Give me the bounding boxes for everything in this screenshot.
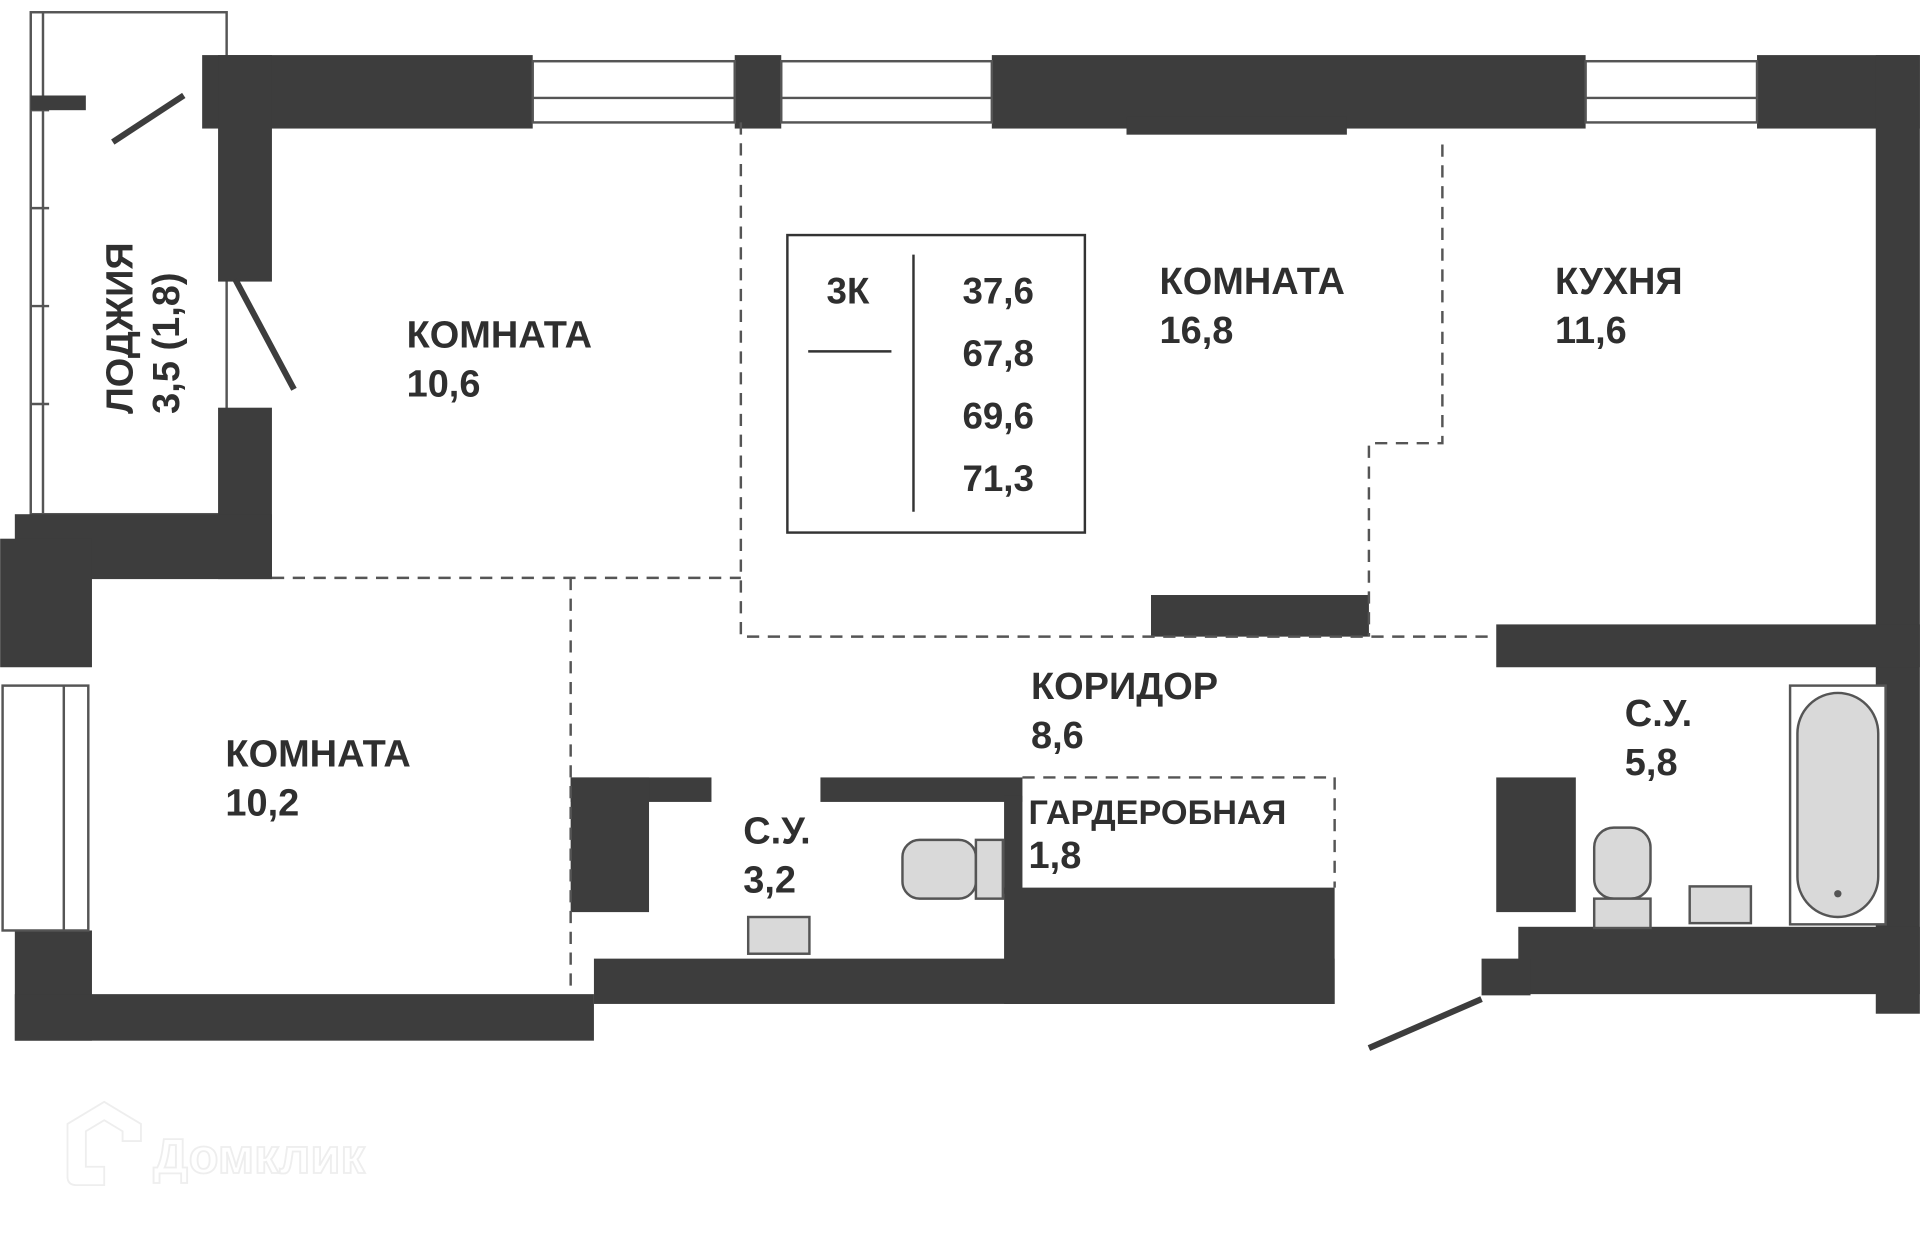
room2-area: 16,8 — [1160, 310, 1234, 352]
total-area: 67,8 — [962, 333, 1033, 374]
corridor-name: КОРИДОР — [1031, 666, 1218, 708]
bath2-area: 5,8 — [1625, 742, 1678, 784]
room-labels: ЛОДЖИЯ 3,5 (1,8) КОМНАТА 10,6 КОМНАТА 16… — [99, 242, 1692, 901]
apartment-info-box: 3К 37,6 67,8 69,6 71,3 — [786, 233, 1087, 534]
apartment-type: 3К — [827, 271, 870, 312]
bath2-name: С.У. — [1625, 693, 1692, 735]
svg-text:ЛОДЖИЯ: ЛОДЖИЯ — [99, 242, 141, 413]
kitchen-name: КУХНЯ — [1555, 261, 1683, 303]
toilet-icon — [1592, 826, 1652, 900]
room1-area: 10,6 — [407, 364, 481, 406]
windows — [1, 59, 1759, 932]
room2-name: КОМНАТА — [1160, 261, 1345, 303]
room3-area: 10,2 — [225, 782, 299, 824]
domclick-watermark: Домклик — [66, 1100, 366, 1187]
sink-icon — [746, 915, 811, 955]
living-area: 37,6 — [962, 271, 1033, 312]
loggia-label: ЛОДЖИЯ 3,5 (1,8) — [99, 242, 188, 413]
svg-text:3,5 (1,8): 3,5 (1,8) — [146, 273, 188, 414]
room3-name: КОМНАТА — [225, 733, 410, 775]
total-area-with-loggia: 71,3 — [962, 458, 1033, 499]
toilet-icon — [901, 838, 978, 900]
total-area-with-loggia-reduced: 69,6 — [962, 396, 1033, 437]
kitchen-area: 11,6 — [1555, 310, 1627, 352]
plumbing-fixtures — [746, 684, 1887, 955]
corridor-area: 8,6 — [1031, 715, 1084, 757]
bath1-name: С.У. — [743, 811, 810, 853]
bath1-area: 3,2 — [743, 860, 796, 902]
room1-name: КОМНАТА — [407, 315, 592, 357]
watermark-text: Домклик — [153, 1130, 365, 1184]
zone-boundaries — [271, 122, 1497, 995]
sink-icon — [1688, 885, 1753, 925]
wardrobe-name: ГАРДЕРОБНАЯ — [1029, 794, 1287, 832]
walls — [0, 55, 1920, 1051]
wardrobe-area: 1,8 — [1029, 835, 1082, 877]
